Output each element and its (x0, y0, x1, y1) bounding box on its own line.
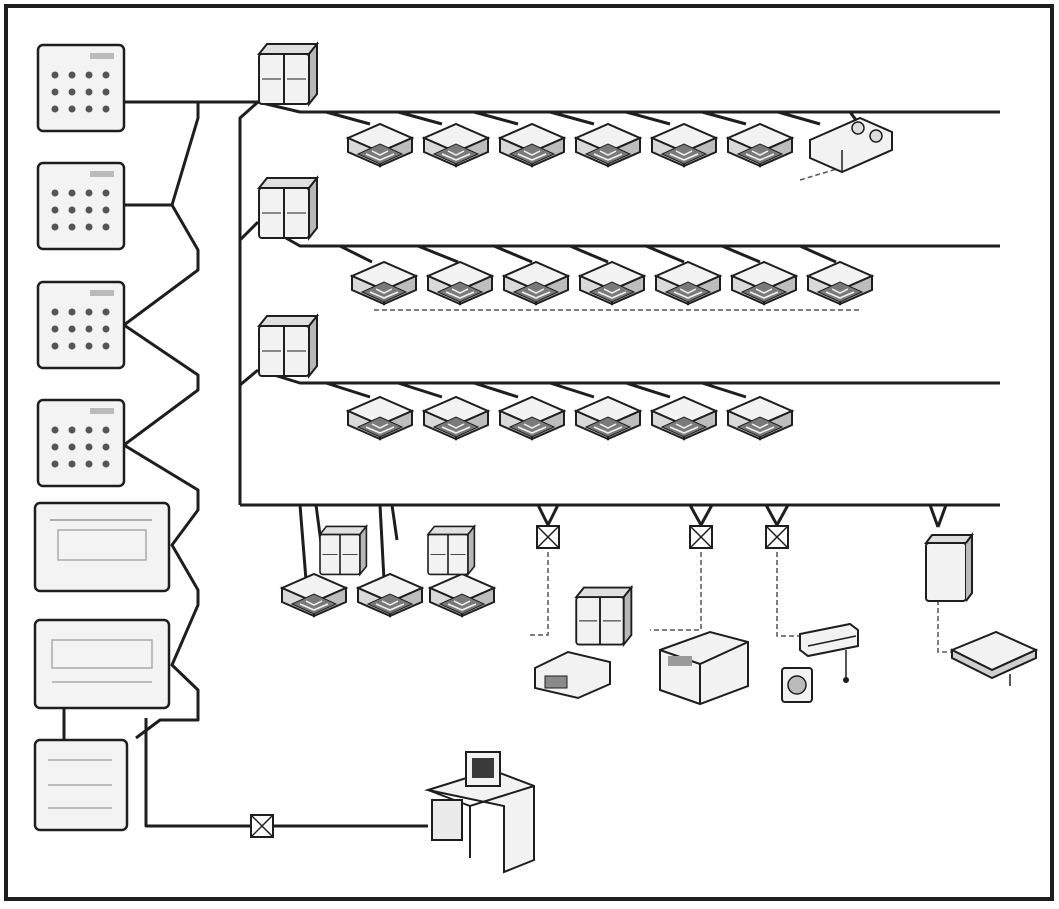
bus-cassette-unit (358, 574, 422, 616)
controller-keypad-1 (38, 45, 124, 131)
air-handler-unit (926, 535, 972, 601)
controller-keypad-3 (38, 282, 124, 368)
controller-panel-1 (35, 503, 169, 591)
monitor-screen (472, 758, 494, 778)
controllers-column (35, 45, 169, 830)
indoor-cassette-unit (580, 262, 644, 304)
fan-coil-unit (535, 588, 631, 698)
outdoor-unit-3 (259, 316, 317, 376)
pc-workstation (428, 752, 534, 872)
junction-box-1 (537, 526, 559, 548)
indoor-cassette-unit (348, 124, 412, 166)
small-outdoor-unit-2 (428, 526, 474, 574)
indoor-cassette-unit (576, 124, 640, 166)
controller-keypad-4 (38, 400, 124, 486)
indoor-cassette-unit (728, 397, 792, 439)
controller-keypad-2 (38, 163, 124, 249)
ducted-unit (810, 118, 892, 172)
indoor-cassette-unit (652, 397, 716, 439)
bus-cassette-unit (282, 574, 346, 616)
indoor-cassette-unit (348, 397, 412, 439)
ceiling-unit (952, 632, 1036, 686)
indoor-cassette-unit (500, 397, 564, 439)
indoor-cassette-unit (352, 262, 416, 304)
controller-panel-3 (35, 740, 127, 830)
indoor-cassette-unit (808, 262, 872, 304)
indoor-cassette-unit (424, 397, 488, 439)
bus-cassette-unit (430, 574, 494, 616)
indoor-cassette-unit (428, 262, 492, 304)
indoor-cassette-unit (576, 397, 640, 439)
indoor-cassette-unit (656, 262, 720, 304)
floor-unit (660, 632, 748, 704)
outdoor-unit-2 (259, 178, 317, 238)
indoor-cassette-unit (500, 124, 564, 166)
controller-panel-2 (35, 620, 169, 708)
small-outdoor-unit-1 (320, 526, 366, 574)
network-interface-box (251, 815, 273, 837)
junction-box-3 (766, 526, 788, 548)
junction-box-2 (690, 526, 712, 548)
indoor-cassette-unit (732, 262, 796, 304)
network-wiring (64, 102, 1000, 826)
indoor-cassette-unit (652, 124, 716, 166)
indoor-cassette-unit (728, 124, 792, 166)
indoor-cassette-unit (424, 124, 488, 166)
outdoor-unit-1 (259, 44, 317, 104)
indoor-cassette-unit (504, 262, 568, 304)
